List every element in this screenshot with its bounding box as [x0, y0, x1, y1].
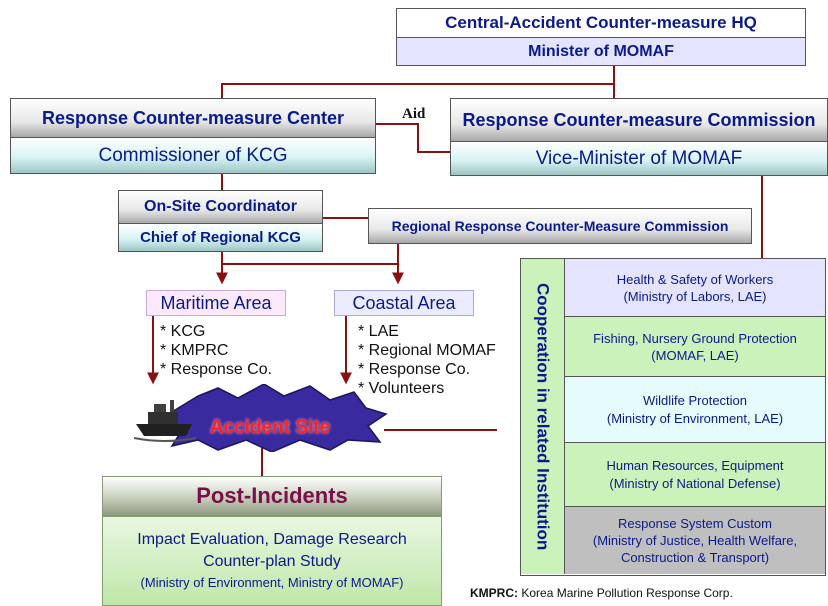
post-incidents-line3: (Ministry of Environment, Ministry of MO… [140, 575, 404, 590]
cooperation-item-line2: (Ministry of Labors, LAE) [623, 288, 767, 304]
center-title: Response Counter-measure Center [41, 107, 345, 128]
cooperation-item-line1: Human Resources, Equipment [606, 457, 784, 473]
cooperation-item-line1: Fishing, Nursery Ground Protection [593, 330, 797, 346]
accident-site-graphic [134, 384, 388, 452]
aid-label: Aid [402, 106, 426, 122]
cooperation-title-bar: Cooperation in related Institution [521, 259, 565, 574]
osc-title: On-Site Coordinator [144, 198, 297, 215]
commission-title: Response Counter-measure Commission [462, 109, 816, 130]
cooperation-item-response-system: Response System Custom (Ministry of Just… [565, 507, 825, 574]
list-item: * Response Co. [160, 361, 273, 378]
cooperation-item-line2: (Ministry of National Defense) [609, 475, 781, 491]
list-item: * Regional MOMAF [358, 342, 496, 359]
center-title-box: Response Counter-measure Center [10, 98, 376, 138]
hq-title: Central-Accident Counter-measure HQ [445, 13, 757, 32]
hq-subtitle: Minister of MOMAF [528, 42, 674, 60]
maritime-area-title: Maritime Area [160, 292, 272, 313]
list-item: * Volunteers [358, 380, 445, 397]
commission-title-box: Response Counter-measure Commission [450, 98, 828, 142]
cooperation-item-human-resources: Human Resources, Equipment (Ministry of … [565, 443, 825, 507]
hq-subtitle-box: Minister of MOMAF [396, 38, 806, 66]
coastal-area-list: * LAE * Regional MOMAF * Response Co. * … [358, 322, 496, 398]
cooperation-item-line1: Wildlife Protection [642, 392, 748, 408]
post-incidents-body: Impact Evaluation, Damage Research Count… [102, 516, 442, 606]
osc-subtitle-box: Chief of Regional KCG [118, 224, 323, 252]
cooperation-title: Cooperation in related Institution [533, 282, 553, 551]
regional-commission-label: Regional Response Counter-Measure Commis… [391, 218, 729, 234]
center-subtitle-box: Commissioner of KCG [10, 138, 376, 174]
list-item: * Response Co. [358, 361, 471, 378]
cooperation-item-line3: Construction & Transport) [620, 550, 770, 565]
post-incidents-title-box: Post-Incidents [102, 476, 442, 516]
list-item: * KMPRC [160, 342, 229, 359]
cooperation-item-line2: (Ministry of Environment, LAE) [606, 410, 784, 426]
footnote-abbreviation: KMPRC: [470, 586, 518, 600]
footnote: KMPRC: Korea Marine Pollution Response C… [470, 586, 733, 600]
osc-subtitle: Chief of Regional KCG [140, 229, 301, 246]
center-subtitle: Commissioner of KCG [98, 144, 288, 166]
cooperation-item-line1: Response System Custom [618, 516, 772, 531]
coastal-area-box: Coastal Area [334, 290, 474, 316]
cooperation-item-health: Health & Safety of Workers (Ministry of … [565, 259, 825, 317]
regional-commission-box: Regional Response Counter-Measure Commis… [368, 208, 752, 244]
cooperation-panel: Cooperation in related Institution Healt… [520, 258, 826, 576]
commission-subtitle-box: Vice-Minister of MOMAF [450, 142, 828, 176]
list-item: * KCG [160, 323, 206, 340]
list-item: * LAE [358, 323, 399, 340]
coastal-area-title: Coastal Area [352, 292, 456, 313]
cooperation-item-wildlife: Wildlife Protection (Ministry of Environ… [565, 377, 825, 443]
maritime-area-list: * KCG * KMPRC * Response Co. [160, 322, 272, 379]
ship-icon [134, 400, 197, 442]
post-incidents-line1: Impact Evaluation, Damage Research [137, 531, 407, 548]
footnote-text: Korea Marine Pollution Response Corp. [521, 586, 733, 600]
post-incidents-title: Post-Incidents [196, 483, 348, 508]
hq-title-box: Central-Accident Counter-measure HQ [396, 8, 806, 38]
maritime-area-box: Maritime Area [146, 290, 286, 316]
cooperation-item-line2: (Ministry of Justice, Health Welfare, [592, 533, 798, 548]
post-incidents-line2: Counter-plan Study [203, 553, 341, 570]
osc-title-box: On-Site Coordinator [118, 190, 323, 224]
accident-site-label: Accident Site [209, 417, 331, 438]
commission-subtitle: Vice-Minister of MOMAF [535, 147, 743, 169]
cooperation-item-line2: (MOMAF, LAE) [651, 347, 739, 363]
cooperation-item-line1: Health & Safety of Workers [616, 271, 774, 287]
cooperation-item-fishing: Fishing, Nursery Ground Protection (MOMA… [565, 317, 825, 377]
